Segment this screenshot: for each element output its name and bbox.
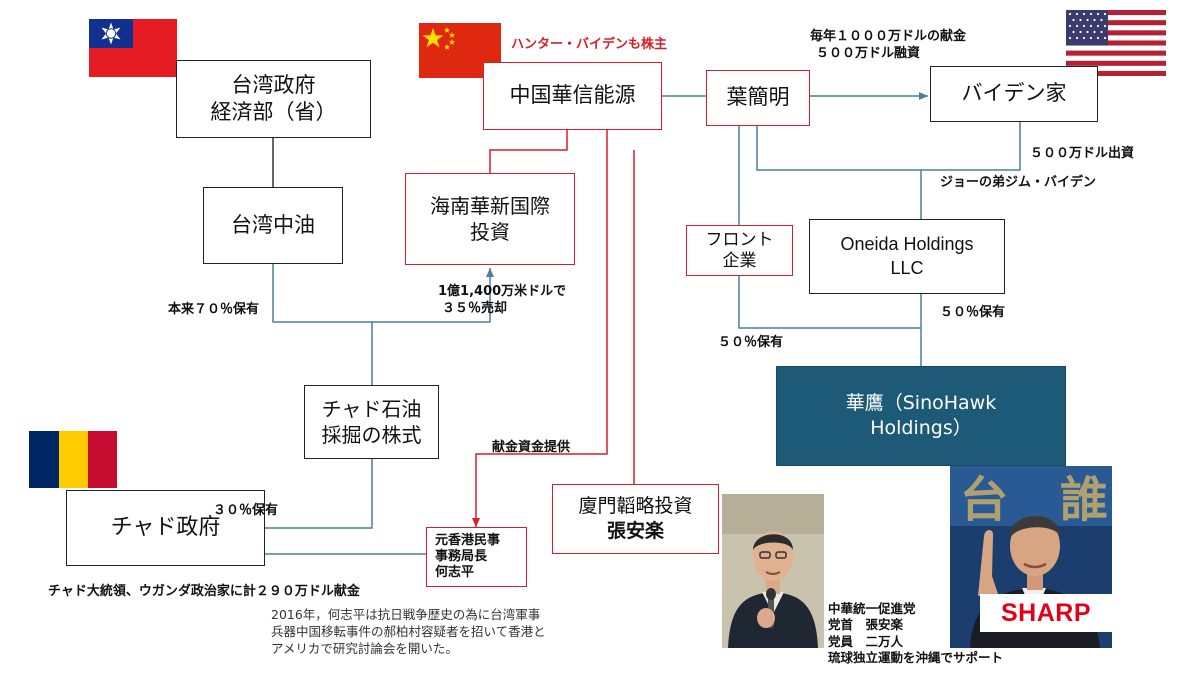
terry-gou-photo: 台 誰 SHARP xyxy=(950,466,1112,648)
ye-box: 葉簡明 xyxy=(706,70,810,126)
line-cpc-chadoil xyxy=(272,264,373,385)
taiwan-gov-box: 台湾政府 経済部（省） xyxy=(176,60,371,138)
hainan-line1: 海南華新国際 xyxy=(430,194,550,218)
note-2016-line3: アメリカで研究討論会を開いた。 xyxy=(271,640,458,656)
zhang-info-line4: 琉球独立運動を沖縄でサポート xyxy=(828,649,1004,665)
ho-line1: 元香港民事 xyxy=(435,532,501,548)
xiamen-box: 廈門韜略投資 張安楽 xyxy=(552,484,719,554)
xiamen-line2: 張安楽 xyxy=(606,520,664,542)
xiamen-line1: 廈門韜略投資 xyxy=(578,495,693,518)
svg-text:誰: 誰 xyxy=(1060,474,1108,527)
zhang-anle-photo xyxy=(722,494,824,648)
donation-label: 毎年１０００万ドルの献金 ５００万ドル融資 xyxy=(810,29,966,63)
svg-text:台: 台 xyxy=(960,474,1008,527)
zhang-info-line3: 党員 二万人 xyxy=(828,633,904,649)
sharp-sign-label: SHARP xyxy=(1000,598,1091,627)
sinohawk-line1: 華鷹（SinoHawk xyxy=(845,392,997,415)
biden-family-label: バイデン家 xyxy=(961,81,1067,106)
taiwan-gov-line2: 経済部（省） xyxy=(210,100,337,124)
own-50-oneida-label: ５０％保有 xyxy=(940,305,1006,320)
line-ye-front xyxy=(738,126,921,329)
line-hainan-arrow xyxy=(372,268,494,323)
front-company-box: フロント 企業 xyxy=(686,225,793,276)
front-line2: 企業 xyxy=(722,250,757,271)
funding-label: 献金資金提供 xyxy=(492,440,571,455)
chad-oil-line2: 採掘の株式 xyxy=(321,423,422,447)
taiwan-cpc-label: 台湾中油 xyxy=(231,212,315,237)
line-cefc-ho xyxy=(472,130,608,527)
zhang-info-label: 中華統一促進党 党首 張安楽 党員 二万人 琉球独立運動を沖縄でサポート xyxy=(828,601,1003,666)
taiwan-cpc-box: 台湾中油 xyxy=(203,187,343,264)
chad-gov-box: チャド政府 xyxy=(66,490,265,566)
jim-biden-label: ジョーの弟ジム・バイデン xyxy=(940,175,1097,190)
chad-bribe-label: チャド大統領、ウガンダ政治家に計２９０万ドル献金 xyxy=(48,584,360,599)
chad-flag-icon xyxy=(29,431,117,488)
chad-gov-label: チャド政府 xyxy=(110,514,221,540)
ye-label: 葉簡明 xyxy=(726,85,790,110)
sold-35-line1: 1億1,400万米ドルで xyxy=(438,284,567,299)
hainan-line2: 投資 xyxy=(470,220,510,244)
oneida-box: Oneida Holdings LLC xyxy=(809,219,1005,294)
cefc-label: 中国華信能源 xyxy=(509,83,636,108)
front-line1: フロント xyxy=(705,230,774,251)
chad-oil-box: チャド石油 採掘の株式 xyxy=(304,385,439,459)
sold-35-line2: ３５％売却 xyxy=(442,300,508,316)
cefc-box: 中国華信能源 xyxy=(483,62,662,130)
line-cefc-hainan xyxy=(489,130,568,173)
zhang-info-line2: 党首 張安楽 xyxy=(828,617,904,633)
note-2016-line2: 兵器中国移転事件の郝柏村容疑者を招いて香港と xyxy=(271,623,546,639)
usa-flag-icon xyxy=(1066,10,1166,76)
biden-family-box: バイデン家 xyxy=(930,66,1098,122)
chad-oil-line1: チャド石油 xyxy=(321,397,422,421)
own-50-front-label: ５０％保有 xyxy=(718,335,784,350)
donation-line1: 毎年１０００万ドルの献金 xyxy=(810,29,967,44)
line-ye-junction xyxy=(756,120,1021,171)
taiwan-flag-icon xyxy=(89,19,177,77)
zhang-info-line1: 中華統一促進党 xyxy=(828,601,916,616)
sold-35-label: 1億1,400万米ドルで ３５％売却 xyxy=(438,284,566,318)
sinohawk-line2: Holdings） xyxy=(870,417,972,439)
own-30-label: ３０％保有 xyxy=(213,503,279,518)
donation-line2: ５００万ドル融資 xyxy=(816,45,921,61)
oneida-line2: LLC xyxy=(890,257,924,278)
taiwan-gov-line1: 台湾政府 xyxy=(231,72,316,97)
ho-line3: 何志平 xyxy=(435,565,475,581)
note-2016: 2016年，何志平は抗日戦争歴史の為に台湾軍事 兵器中国移転事件の郝柏村容疑者を… xyxy=(271,607,546,658)
oneida-line1: Oneida Holdings xyxy=(840,234,974,255)
ho-box: 元香港民事 事務局長 何志平 xyxy=(426,527,527,587)
sinohawk-box: 華鷹（SinoHawk Holdings） xyxy=(776,366,1066,466)
hainan-box: 海南華新国際 投資 xyxy=(405,173,575,265)
note-2016-line1: 2016年，何志平は抗日戦争歴史の為に台湾軍事 xyxy=(271,607,541,622)
invest-500-label: ５００万ドル出資 xyxy=(1030,146,1135,161)
own-70-label: 本来７０％保有 xyxy=(168,302,260,317)
ho-line2: 事務局長 xyxy=(435,548,488,564)
hunter-shareholder-label: ハンター・バイデンも株主 xyxy=(511,37,668,52)
line-chadoil-chadgov xyxy=(265,459,373,529)
